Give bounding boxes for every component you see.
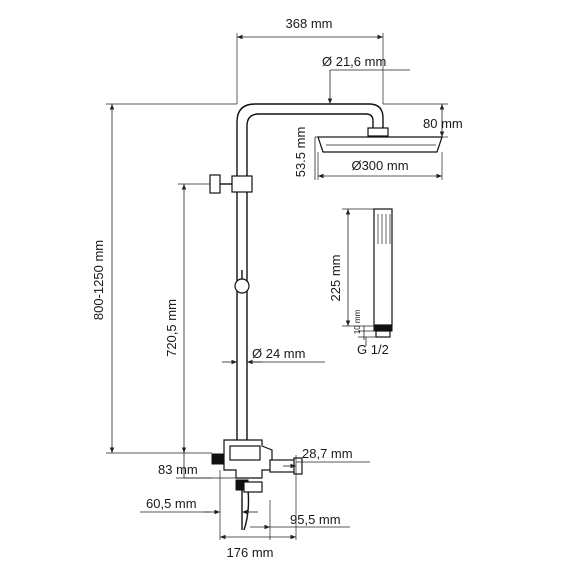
shower-column	[236, 103, 389, 440]
rain-head	[317, 136, 443, 153]
dim-arm-diameter: Ø 21,6 mm	[322, 54, 410, 104]
label-head-offset: 53.5 mm	[293, 127, 308, 178]
label-mixer-right: 95,5 mm	[290, 512, 341, 527]
dim-head-diameter: Ø300 mm	[317, 152, 443, 180]
label-mixer-inlet: 28,7 mm	[302, 446, 353, 461]
label-head-thickness: 80 mm	[423, 116, 463, 131]
dim-mixer-left: 60,5 mm	[140, 470, 258, 540]
dim-pipe-height: 720,5 mm	[164, 183, 210, 453]
label-hand-thread: G 1/2	[357, 342, 389, 357]
dim-head-offset: 53.5 mm	[293, 127, 368, 180]
mixer	[211, 439, 303, 531]
dim-mixer-height: 83 mm	[158, 453, 236, 479]
diverter-valve	[209, 174, 253, 194]
dim-mixer-width: 176 mm	[220, 534, 296, 560]
dim-hand-small: 10 mm	[353, 309, 376, 340]
label-hand-length: 225 mm	[328, 255, 343, 302]
dim-hand-thread: G 1/2	[357, 337, 389, 357]
label-mixer-width: 176 mm	[227, 545, 274, 560]
dim-mixer-right: 95,5 mm	[250, 500, 350, 540]
hand-shower	[373, 208, 393, 338]
dim-hand-length: 225 mm	[328, 208, 374, 327]
label-mixer-height: 83 mm	[158, 462, 198, 477]
dim-arm-length: 368 mm	[236, 16, 384, 104]
label-arm-diameter: Ø 21,6 mm	[322, 54, 386, 69]
slider-knob	[234, 270, 250, 294]
label-head-diameter: Ø300 mm	[351, 158, 408, 173]
label-total-height: 800-1250 mm	[91, 240, 106, 320]
dim-head-thickness: 80 mm	[383, 103, 463, 138]
dim-total-height: 800-1250 mm	[91, 103, 237, 454]
dim-pipe-diameter: Ø 24 mm	[222, 346, 325, 365]
label-arm-length: 368 mm	[286, 16, 333, 31]
label-mixer-left: 60,5 mm	[146, 496, 197, 511]
label-pipe-diameter: Ø 24 mm	[252, 346, 305, 361]
label-pipe-height: 720,5 mm	[164, 299, 179, 357]
dim-mixer-inlet: 28,7 mm	[283, 446, 370, 540]
label-hand-small: 10 mm	[353, 309, 362, 334]
